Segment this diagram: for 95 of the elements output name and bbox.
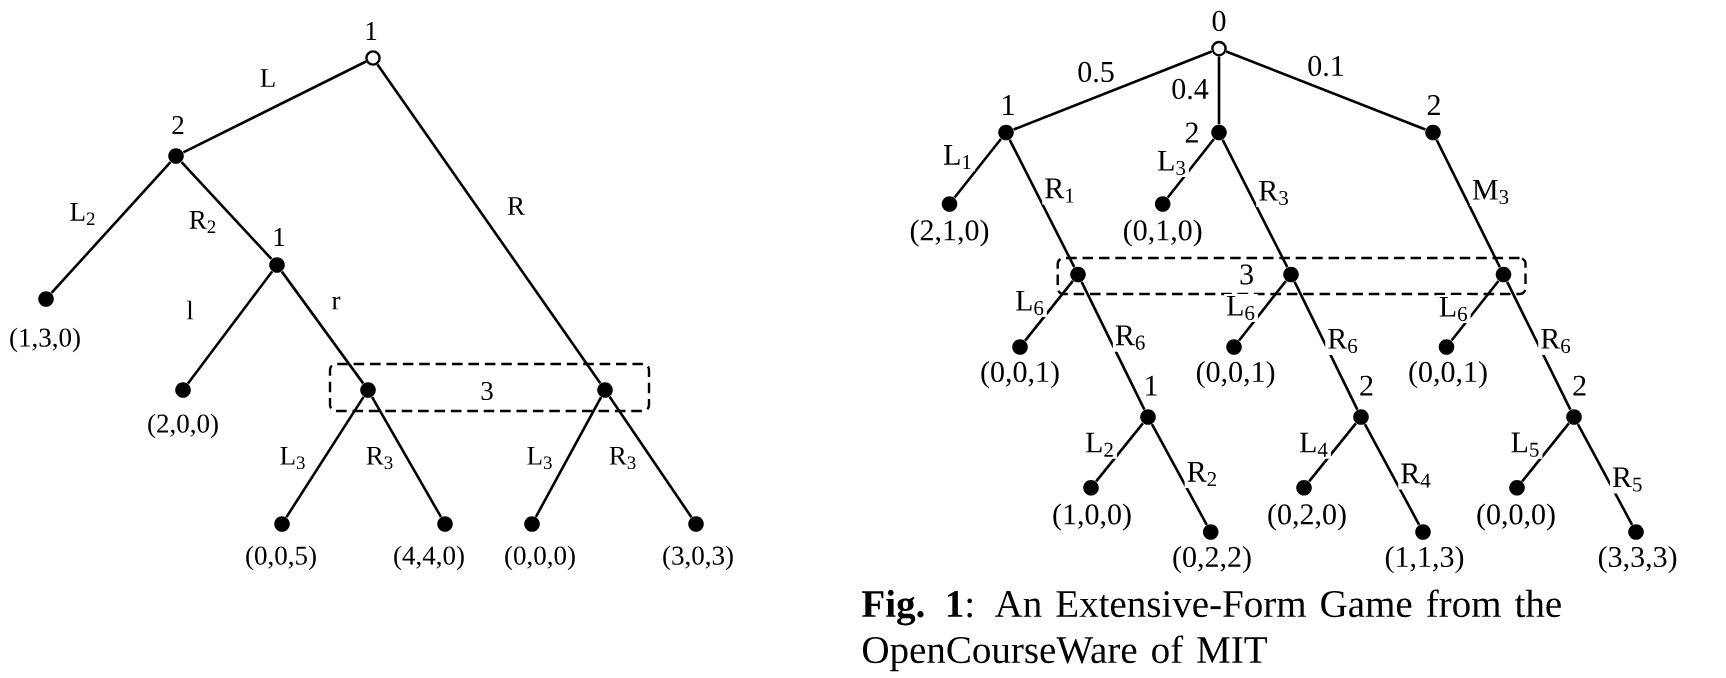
information-set-box: 3 xyxy=(1056,256,1527,296)
branch-line xyxy=(1435,139,1502,268)
branch-label: L$_{6}$ xyxy=(1224,293,1258,323)
payoff-label: (0,0,1) xyxy=(1196,361,1275,389)
payoff-label: (1,0,0) xyxy=(1053,503,1131,531)
branch-label: l xyxy=(184,298,196,322)
branch-label: 0.1 xyxy=(1305,53,1347,79)
node-dot xyxy=(1495,266,1512,283)
branch-label: R$_{6}$ xyxy=(1538,326,1574,356)
branch-line xyxy=(1576,423,1634,526)
node-dot xyxy=(1070,266,1086,283)
player-number: 1 xyxy=(366,22,377,40)
branch-line xyxy=(50,161,172,294)
branch-line xyxy=(1308,422,1357,483)
player-number: 2 xyxy=(1427,95,1440,115)
branch-line xyxy=(1221,139,1289,268)
branch-line xyxy=(280,270,365,385)
branch-label: R$_{3}$ xyxy=(606,444,640,472)
branch-line xyxy=(1166,138,1215,199)
payoff-label: (0,0,1) xyxy=(981,361,1059,389)
branch-line xyxy=(1293,281,1359,411)
player-number: 1 xyxy=(1003,95,1014,115)
player-number: 2 xyxy=(1360,375,1373,396)
payoff-label: (0,2,0) xyxy=(1268,503,1346,531)
player-number: 0 xyxy=(1212,10,1226,32)
payoff-label: (4,4,0) xyxy=(394,545,464,571)
branch-line xyxy=(1008,139,1076,268)
payoff-label: (3,0,3) xyxy=(663,545,733,571)
branch-label: R$_{2}$ xyxy=(1184,460,1221,488)
branch-label: L$_{2}$ xyxy=(1083,430,1117,459)
branch-line xyxy=(186,270,274,385)
branch-label: R$_{2}$ xyxy=(186,209,220,235)
branch-label: R xyxy=(505,195,527,217)
branch-label: L$_{2}$ xyxy=(67,201,99,227)
branch-line xyxy=(180,161,273,260)
branch-label: L$_{6}$ xyxy=(1013,288,1047,318)
branch-line xyxy=(1080,281,1146,411)
branch-line xyxy=(1013,50,1213,131)
branch-label: L$_{5}$ xyxy=(1508,430,1543,459)
payoff-label: (0,1,0) xyxy=(1124,219,1202,247)
branch-line xyxy=(1521,422,1570,483)
branch-label: R$_{3}$ xyxy=(1256,178,1292,208)
information-set-box: 3 xyxy=(328,362,651,413)
payoff-label: (0,0,0) xyxy=(505,545,575,571)
branch-label: R$_{3}$ xyxy=(363,444,397,472)
branch-line xyxy=(1024,280,1074,342)
node-dot xyxy=(360,382,376,398)
branch-line xyxy=(1505,281,1572,411)
payoff-label: (1,3,0) xyxy=(10,327,80,353)
branch-label: L$_{6}$ xyxy=(1436,294,1471,324)
branch-line xyxy=(1217,56,1221,125)
node-dot xyxy=(597,382,613,398)
caption: Fig. 1: An Extensive-Form Game from the OpenCourseWare of MIT xyxy=(862,589,1561,672)
payoff-label: (2,1,0) xyxy=(910,219,989,247)
branch-line xyxy=(534,396,603,518)
branch-label: R$_{5}$ xyxy=(1609,465,1646,494)
branch-line xyxy=(1238,280,1287,342)
branch-label: L$_{1}$ xyxy=(941,143,975,171)
branch-label: R$_{1}$ xyxy=(1042,176,1078,205)
branch-line xyxy=(370,396,443,518)
payoff-label: (1,1,3) xyxy=(1385,546,1464,574)
player-number: 2 xyxy=(1573,375,1586,396)
branch-label: R$_{6}$ xyxy=(1325,326,1361,356)
branch-label: 0.5 xyxy=(1075,59,1117,85)
branch-line xyxy=(182,60,367,154)
payoff-label: (0,0,5) xyxy=(246,545,316,571)
branch-label: R$_{4}$ xyxy=(1398,461,1434,490)
branch-label: 0.4 xyxy=(1169,76,1211,102)
node-dot xyxy=(1283,266,1299,283)
branch-label: r xyxy=(329,294,343,312)
branch-label: L$_{3}$ xyxy=(1155,148,1189,178)
player-number: 2 xyxy=(172,116,184,134)
player-number: 2 xyxy=(1185,122,1198,143)
branch-line xyxy=(285,396,365,518)
branch-line xyxy=(1095,422,1144,483)
branch-line xyxy=(953,138,1002,199)
branch-line xyxy=(608,396,693,518)
branch-label: L$_{3}$ xyxy=(277,444,309,472)
branch-label: L xyxy=(257,67,279,89)
payoff-label: (0,0,1) xyxy=(1409,361,1487,389)
branch-label: L$_{4}$ xyxy=(1297,430,1331,459)
player-number: 1 xyxy=(274,228,285,246)
branch-line xyxy=(1450,280,1500,342)
player-number: 1 xyxy=(1146,375,1157,396)
branch-label: M$_{3}$ xyxy=(1469,177,1513,207)
branch-line xyxy=(1225,50,1426,131)
payoff-label: (3,3,3) xyxy=(1598,546,1677,574)
payoff-label: (2,0,0) xyxy=(148,413,218,439)
branch-line xyxy=(1363,423,1421,526)
branch-line xyxy=(376,63,602,384)
branch-label: R$_{6}$ xyxy=(1112,323,1149,352)
payoff-label: (0,2,2) xyxy=(1173,546,1251,574)
payoff-label: (0,0,0) xyxy=(1477,503,1555,531)
branch-label: L$_{3}$ xyxy=(524,444,556,472)
branch-line xyxy=(1150,423,1208,526)
